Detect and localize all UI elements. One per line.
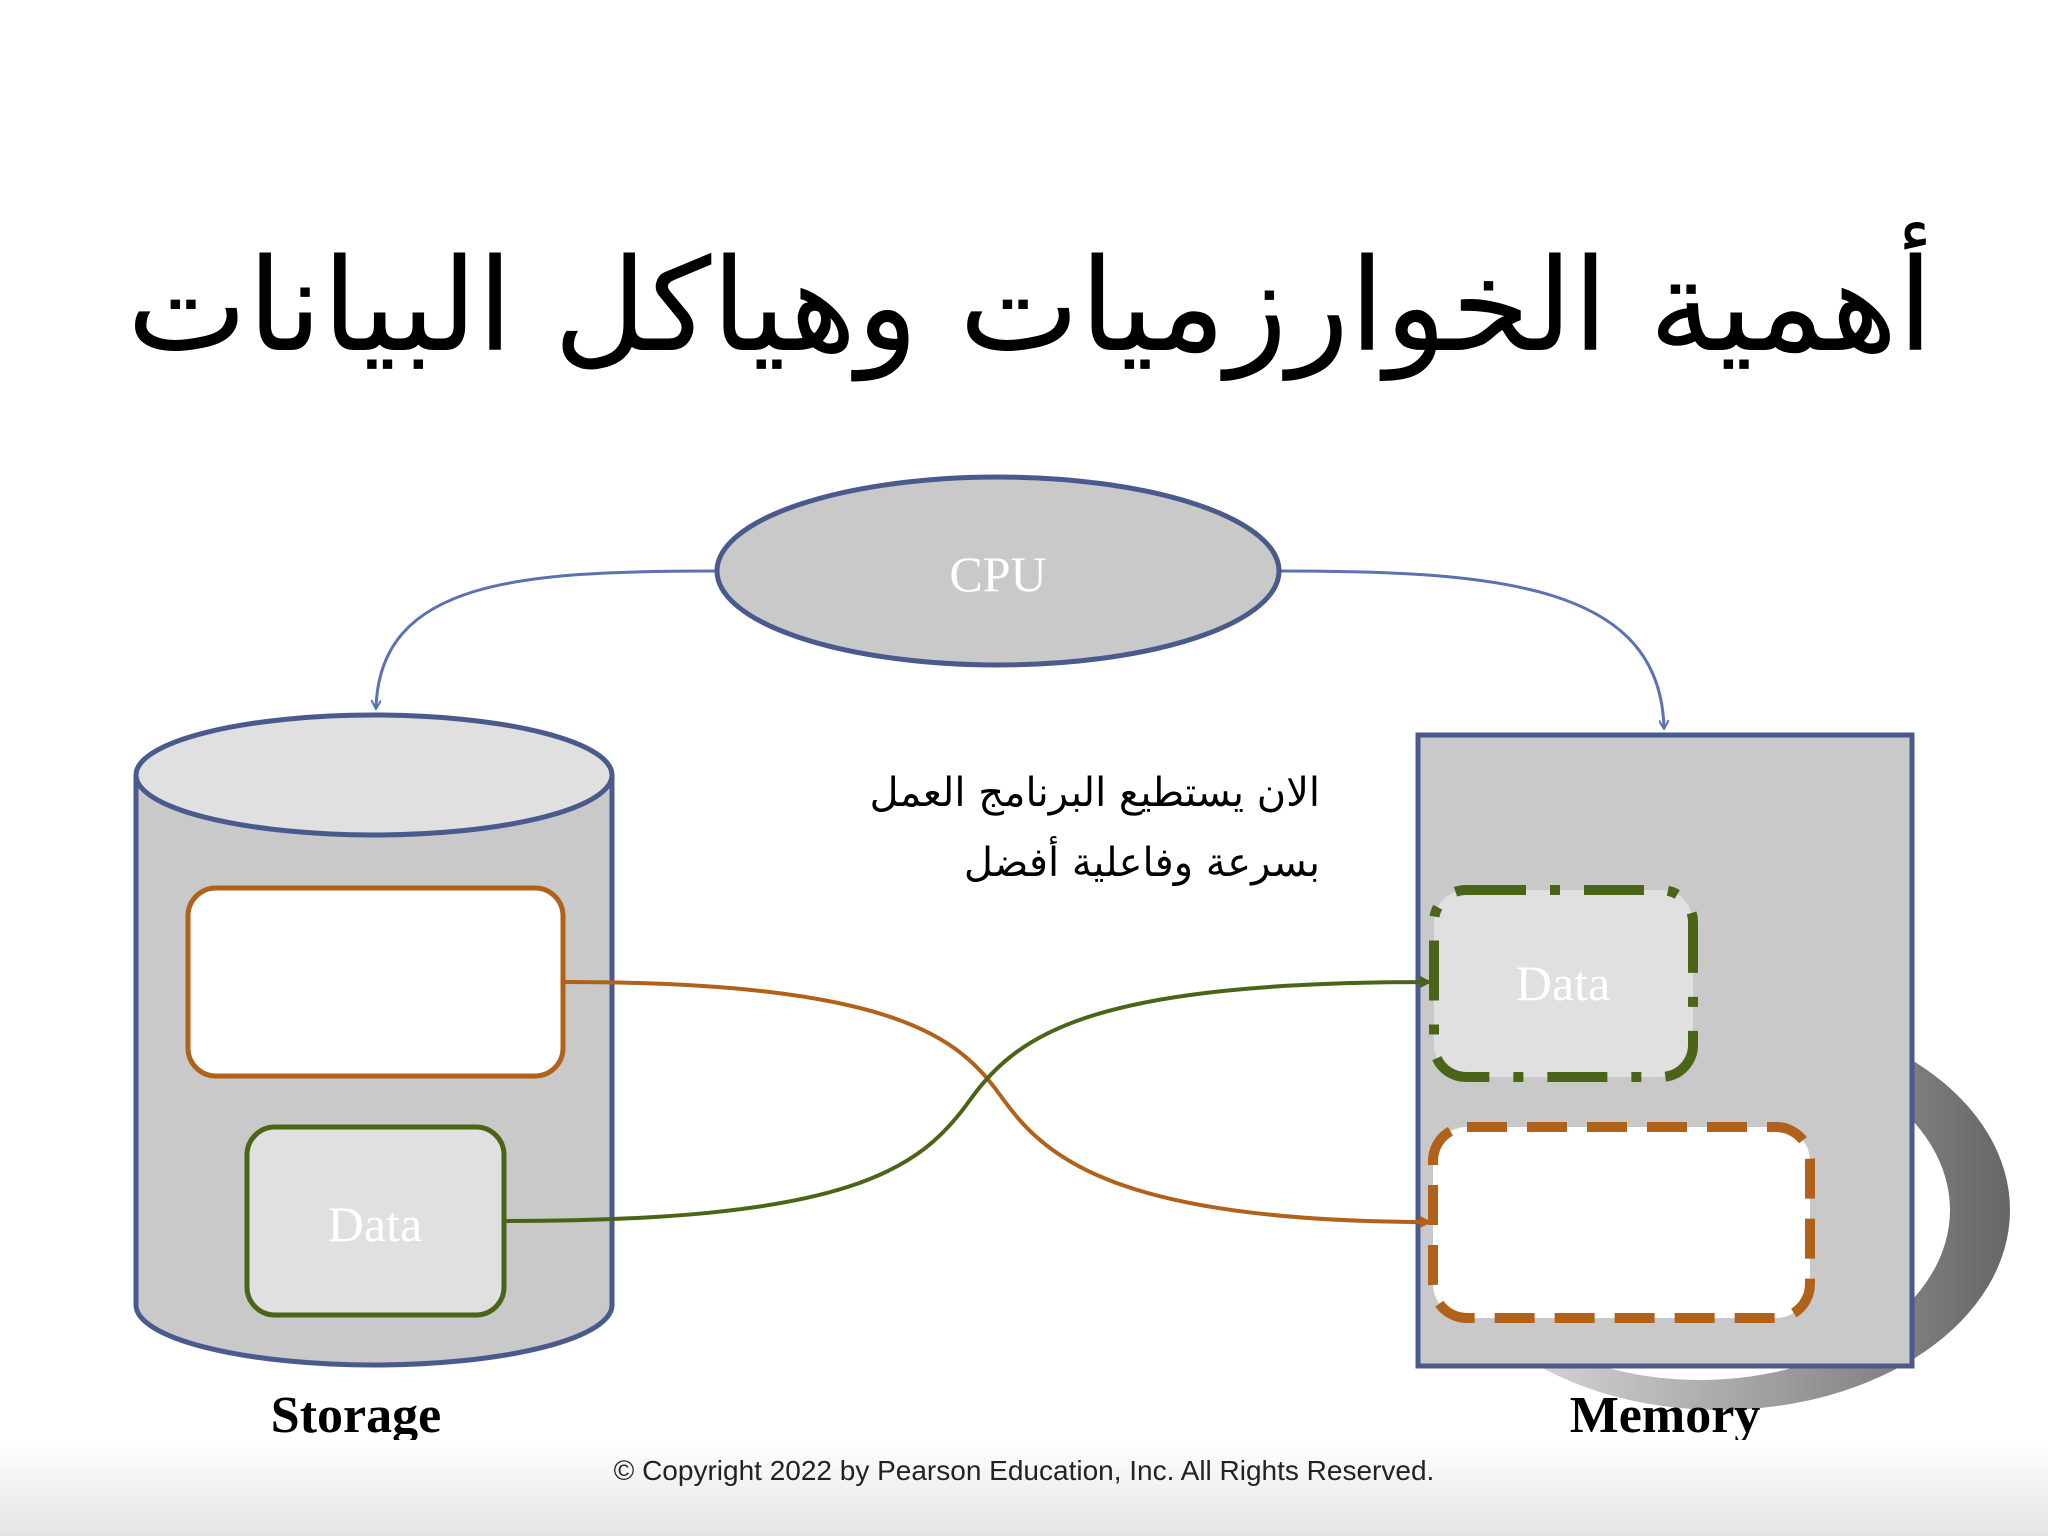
note-line-1: الان يستطيع البرنامج العمل <box>869 770 1320 816</box>
storage-label: Storage <box>271 1387 441 1444</box>
storage-data-to-memory-data-arrow <box>505 976 1433 1223</box>
copyright-notice: © Copyright 2022 by Pearson Education, I… <box>613 1455 1435 1486</box>
storage-empty-to-memory-empty-arrow <box>564 980 1433 1228</box>
storage-empty-block <box>185 885 566 1079</box>
cpu-to-storage-arrow <box>376 569 718 708</box>
footer-band <box>0 1440 2048 1536</box>
cpu-label: CPU <box>949 546 1046 602</box>
cpu-to-memory-arrow <box>1279 569 1664 728</box>
performance-note: الان يستطيع البرنامج العمل بسرعة وفاعلية… <box>690 758 1320 898</box>
memory-data-block <box>1429 885 1698 1082</box>
memory-data-label: Data <box>1516 955 1610 1011</box>
cpu-node <box>714 474 1282 668</box>
storage-data-block <box>244 1124 507 1318</box>
note-line-2: بسرعة وفاعلية أفضل <box>963 840 1320 886</box>
memory-label: Memory <box>1570 1387 1761 1444</box>
storage-data-label: Data <box>328 1196 422 1252</box>
memory-empty-block <box>1428 1122 1815 1323</box>
slide-title: أهمية الخوارزميات وهياكل البيانات <box>126 232 1934 381</box>
